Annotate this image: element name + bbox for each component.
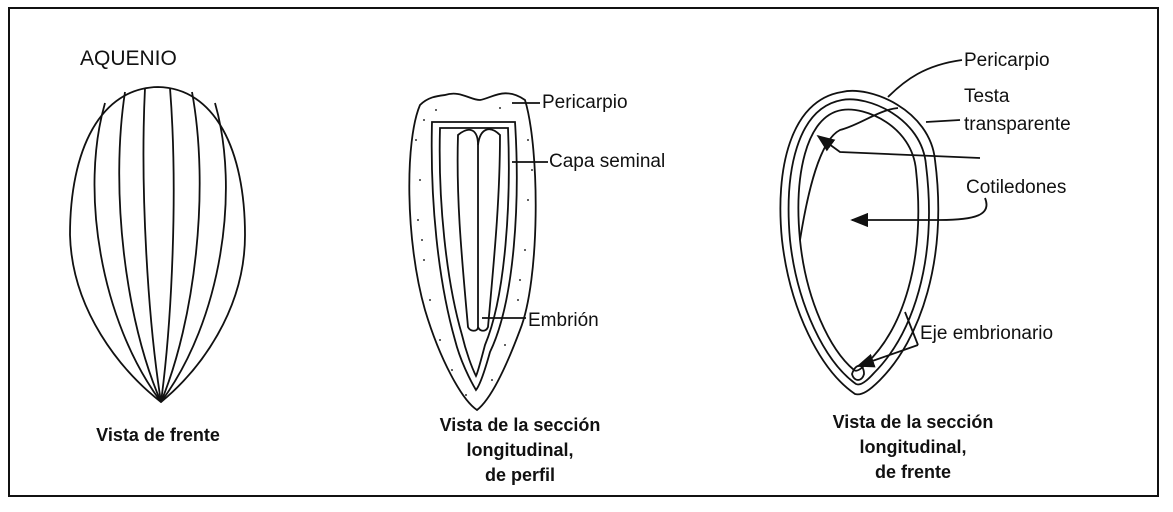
leader-cotiledones-2 bbox=[852, 198, 987, 220]
pericarp-stipple bbox=[415, 107, 533, 396]
caption-line: de frente bbox=[833, 460, 994, 485]
caption-front-section: Vista de la sección longitudinal, de fre… bbox=[833, 410, 994, 485]
achene-rib bbox=[161, 103, 226, 402]
embryonic-axis bbox=[852, 366, 864, 380]
leader-pericarpio bbox=[888, 60, 962, 97]
label-cotiledones: Cotiledones bbox=[966, 177, 1066, 199]
caption-front-view: Vista de frente bbox=[96, 423, 220, 448]
seed-coat-inner bbox=[440, 128, 509, 376]
achene-rib bbox=[143, 88, 161, 402]
achene-rib bbox=[161, 88, 174, 402]
leader-cotiledones bbox=[818, 136, 980, 158]
caption-line: Vista de la sección bbox=[833, 410, 994, 435]
label-pericarpio-front: Pericarpio bbox=[964, 50, 1050, 72]
caption-line: Vista de la sección bbox=[440, 413, 601, 438]
caption-line: Vista de frente bbox=[96, 423, 220, 448]
label-transparente: transparente bbox=[964, 114, 1071, 136]
embryo-right bbox=[478, 129, 500, 330]
caption-side-section: Vista de la sección longitudinal, de per… bbox=[440, 413, 601, 488]
label-capa-seminal: Capa seminal bbox=[549, 151, 665, 173]
label-testa: Testa bbox=[964, 86, 1009, 108]
achene-front-view bbox=[70, 87, 245, 402]
achene-side-section bbox=[409, 93, 548, 410]
achene-rib bbox=[94, 103, 161, 402]
label-embrion: Embrión bbox=[528, 310, 599, 332]
leader-eje-embrionario-2 bbox=[905, 312, 918, 345]
label-pericarpio: Pericarpio bbox=[542, 92, 628, 114]
leader-eje-embrionario bbox=[858, 345, 918, 366]
embryo-left bbox=[458, 130, 478, 331]
achene-outline bbox=[70, 87, 245, 402]
caption-line: de perfil bbox=[440, 463, 601, 488]
leader-testa bbox=[926, 120, 960, 122]
caption-line: longitudinal, bbox=[440, 438, 601, 463]
caption-line: longitudinal, bbox=[833, 435, 994, 460]
label-eje-embrionario: Eje embrionario bbox=[920, 323, 1053, 345]
pericarp-outer bbox=[780, 91, 938, 395]
diagram-title: AQUENIO bbox=[80, 48, 177, 70]
